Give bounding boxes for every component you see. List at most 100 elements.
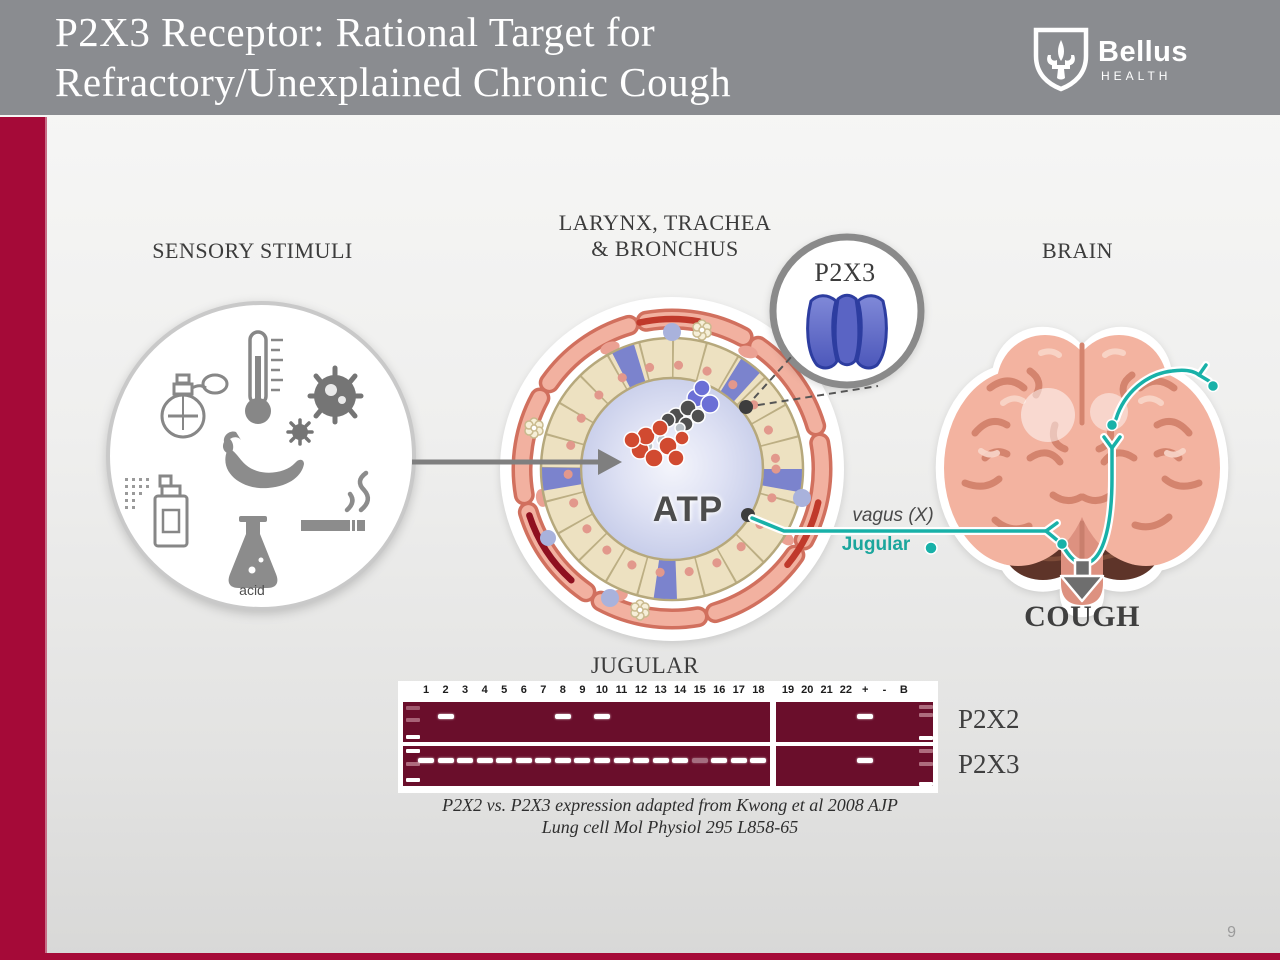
larynx-trachea-label-line2: & BRONCHUS bbox=[591, 236, 739, 261]
gel-lane-label: + bbox=[861, 684, 869, 696]
gel-lane-label: 13 bbox=[654, 684, 667, 696]
p2x3-receptor-inset bbox=[769, 233, 925, 389]
gel-band bbox=[554, 714, 571, 719]
gel-lane-label: 19 bbox=[781, 684, 795, 696]
perfume-atomizer-icon bbox=[160, 373, 229, 439]
acid-label: acid bbox=[239, 582, 265, 598]
sensory-stimuli-circle bbox=[106, 301, 416, 611]
gel-band bbox=[496, 758, 513, 763]
gel-ladder-mark bbox=[406, 762, 420, 766]
vagus-nerve-label: vagus (X) bbox=[852, 505, 934, 526]
gel-lane-label: 12 bbox=[634, 684, 648, 696]
gel-lane-label: 17 bbox=[732, 684, 745, 696]
bottom-accent-bar bbox=[0, 953, 1280, 960]
gel-lane-label: 9 bbox=[579, 684, 586, 696]
jugular-nerve-label: Jugular bbox=[841, 534, 911, 555]
left-accent-stripe bbox=[0, 117, 47, 960]
slide-title-line2: Refractory/Unexplained Chronic Cough bbox=[55, 59, 732, 105]
gel-band bbox=[554, 758, 571, 763]
gel-strip bbox=[776, 702, 933, 742]
gel-lane-label: - bbox=[882, 684, 887, 696]
jugular-caption: JUGULAR bbox=[590, 653, 700, 678]
gel-lane-label: B bbox=[899, 684, 908, 696]
gel-ladder-mark bbox=[406, 706, 420, 710]
gel-ladder-mark bbox=[406, 718, 420, 722]
gel-ladder-mark bbox=[919, 736, 933, 740]
gel-lane-label: 2 bbox=[442, 684, 449, 696]
gel-band bbox=[476, 758, 493, 763]
gel-lane-label: 15 bbox=[693, 684, 706, 696]
atp-label: ATP bbox=[652, 490, 724, 529]
gel-lane-label: 5 bbox=[501, 684, 508, 696]
gel-band bbox=[652, 758, 669, 763]
gel-band bbox=[857, 758, 874, 763]
gel-lane-label: 7 bbox=[540, 684, 547, 696]
gel-band bbox=[691, 758, 708, 763]
chili-pepper-icon bbox=[222, 431, 304, 489]
sensory-stimuli-label: SENSORY STIMULI bbox=[152, 238, 353, 263]
gel-band bbox=[593, 758, 610, 763]
gel-ladder-mark bbox=[919, 705, 933, 709]
gel-lane-label: 20 bbox=[801, 684, 814, 696]
header-band: P2X3 Receptor: Rational Target for Refra… bbox=[0, 0, 1280, 115]
gel-lane-label: 1 bbox=[422, 684, 430, 696]
gel-band bbox=[437, 758, 454, 763]
brain-label: BRAIN bbox=[1042, 238, 1113, 263]
gel-band bbox=[672, 758, 689, 763]
gel-band bbox=[535, 758, 552, 763]
gel-lane-label: 14 bbox=[674, 684, 687, 696]
logo-subtitle: HEALTH bbox=[1101, 69, 1172, 83]
cigarette-icon bbox=[301, 470, 371, 531]
gel-band bbox=[574, 758, 591, 763]
figure-caption-line2: Lung cell Mol Physiol 295 L858-65 bbox=[541, 817, 799, 837]
brain-illustration bbox=[935, 326, 1229, 618]
gel-band bbox=[857, 714, 874, 719]
gel-band bbox=[437, 714, 454, 719]
cough-label: COUGH bbox=[1024, 600, 1140, 633]
gel-ladder-mark bbox=[406, 735, 420, 739]
bellus-health-logo: Bellus HEALTH bbox=[1032, 26, 1242, 92]
gel-strip bbox=[776, 746, 933, 786]
receptor-icon bbox=[806, 293, 888, 370]
thermometer-icon bbox=[245, 330, 283, 424]
page-number: 9 bbox=[1227, 924, 1236, 941]
gel-lane-label: 21 bbox=[820, 684, 833, 696]
gel-lane-label: 10 bbox=[595, 684, 609, 696]
shield-fleur-de-lis-icon bbox=[1033, 27, 1089, 92]
gel-band bbox=[750, 758, 767, 763]
gel-band bbox=[515, 758, 532, 763]
gel-ladder-mark bbox=[406, 749, 420, 753]
gel-band bbox=[613, 758, 630, 763]
gel-lane-label: 16 bbox=[713, 684, 726, 696]
gel-lane-label: 6 bbox=[520, 684, 527, 696]
gel-strip bbox=[403, 746, 770, 786]
logo-name: Bellus bbox=[1098, 36, 1189, 68]
gel-lane-label: 22 bbox=[839, 684, 853, 696]
gel-band bbox=[711, 758, 728, 763]
p2x3-inset-label: P2X3 bbox=[814, 258, 876, 287]
figure-caption-line1: P2X2 vs. P2X3 expression adapted from Kw… bbox=[442, 795, 898, 815]
larynx-trachea-label-line1: LARYNX, TRACHEA bbox=[558, 210, 772, 235]
gel-band bbox=[633, 758, 650, 763]
gel-lane-label: 3 bbox=[462, 684, 469, 696]
gel-ladder-mark bbox=[919, 749, 933, 753]
atp-molecule bbox=[623, 379, 720, 468]
gel-lane-label: 8 bbox=[559, 684, 566, 696]
pathogen-icon bbox=[286, 365, 364, 446]
gel-ladder-mark bbox=[919, 713, 933, 717]
gel-ladder-mark bbox=[919, 762, 933, 766]
gel-ladder-mark bbox=[406, 778, 420, 782]
gel-strip bbox=[403, 702, 770, 742]
gel-lane-label: 4 bbox=[481, 684, 488, 696]
gel-band bbox=[418, 758, 434, 763]
gel-band bbox=[730, 758, 747, 763]
gel-band bbox=[457, 758, 474, 763]
gel-lane-label: 18 bbox=[752, 684, 765, 696]
gel-band bbox=[593, 714, 610, 719]
slide-title-line1: P2X3 Receptor: Rational Target for bbox=[55, 9, 656, 55]
gel-lane-label: 11 bbox=[615, 684, 628, 696]
spray-can-icon bbox=[125, 474, 189, 548]
acid-flask-icon bbox=[228, 516, 278, 588]
